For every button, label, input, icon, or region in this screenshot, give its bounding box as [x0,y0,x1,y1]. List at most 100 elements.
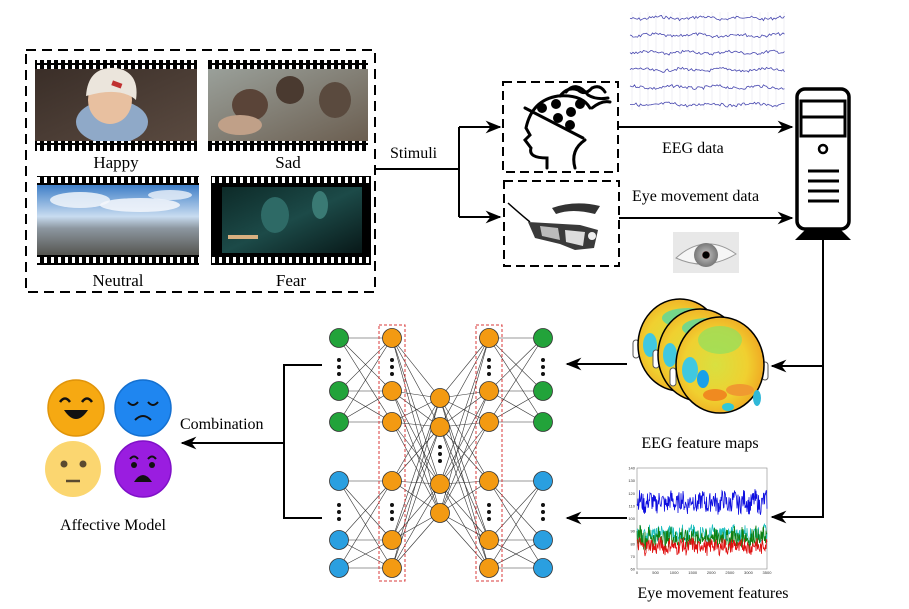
network-node [479,381,499,401]
network-edge [488,337,544,392]
network-edge [391,390,441,514]
network-node [533,328,553,348]
x-tick-label: 3500 [763,570,773,575]
eeg-cap-box [502,81,619,173]
eeg-waveforms [629,12,785,110]
ellipsis-dot [390,372,394,376]
ellipsis-dot [541,372,545,376]
ellipsis-dot [390,517,394,521]
eye-movement-features-label: Eye movement features [637,585,788,602]
network-edge [439,337,490,399]
chart-plot-area [636,467,768,570]
network-node [430,417,450,437]
network-edge [391,426,441,569]
network-edge [488,337,544,423]
ellipsis-dot [337,517,341,521]
network-edge [391,421,441,514]
network-node [479,558,499,578]
ellipsis-dot [337,365,341,369]
ellipsis-dot [541,358,545,362]
ellipsis-dot [541,510,545,514]
network-node [329,381,349,401]
network-edge [439,421,490,485]
ellipsis-dot [390,365,394,369]
emoji-neutral-icon [45,441,101,497]
stimuli-label: Stimuli [390,145,438,162]
affective-model-label: Affective Model [60,517,166,534]
network-node [382,328,402,348]
series-line-blue [636,489,768,515]
combination-connector [180,364,322,519]
network-edge [439,390,490,485]
network-node [430,474,450,494]
neural-network [329,324,553,582]
eeg-channel-trace [629,15,785,22]
network-edge [338,539,393,569]
network-edge [391,483,441,569]
network-edge [439,426,490,482]
combination-label: Combination [180,416,264,433]
network-node [382,471,402,491]
network-node [533,558,553,578]
network-edge [391,337,441,399]
emoji-fear-icon [114,440,172,498]
ellipsis-dot [487,365,491,369]
y-tick-label: 90 [631,529,636,534]
network-node [382,381,402,401]
y-tick-label: 130 [628,478,635,483]
computer-tower-icon [795,87,851,240]
x-tick-label: 1500 [688,570,698,575]
ellipsis-dot [390,358,394,362]
data-arrows [618,120,794,225]
network-edge [391,390,441,485]
eeg-channel-trace [629,84,785,90]
ellipsis-dot [337,358,341,362]
network-node [329,471,349,491]
network-edge [391,512,441,569]
ellipsis-dot [541,503,545,507]
network-node [533,381,553,401]
feature-arrows [565,240,824,525]
clip-label-fear: Fear [276,271,307,290]
network-node [329,328,349,348]
network-edge [488,390,544,423]
y-tick-label: 120 [628,491,635,496]
network-edge [338,480,393,541]
network-edge [338,390,393,423]
film-clip-neutral [37,176,199,265]
network-edge [439,421,490,514]
network-edge [439,390,490,514]
ellipsis-dot [487,503,491,507]
y-tick-label: 110 [629,503,636,508]
eye-data-label: Eye movement data [632,188,759,205]
eeg-data-label: EEG data [662,140,724,157]
ellipsis-dot [390,510,394,514]
network-node [430,388,450,408]
x-tick-label: 500 [652,570,659,575]
stimuli-connector [375,120,502,224]
network-node [329,412,349,432]
x-tick-label: 1000 [670,570,680,575]
network-edge [488,539,544,569]
network-node [430,503,450,523]
ellipsis-dot [487,372,491,376]
series-line-green [636,524,768,551]
topomap [669,316,769,414]
x-tick-label: 2500 [725,570,735,575]
y-tick-label: 100 [628,516,635,521]
network-node [533,471,553,491]
film-clip-fear [211,176,371,265]
y-tick-label: 70 [631,554,636,559]
eye-image [673,232,739,273]
network-edge [439,337,490,428]
network-edge [338,337,393,392]
network-node [329,558,349,578]
network-edge [439,390,490,428]
ellipsis-dot [438,445,442,449]
eeg-channel-trace [629,66,785,73]
network-node [382,558,402,578]
y-tick-label: 140 [628,466,635,471]
film-clip-happy [35,60,197,151]
network-edge [439,426,490,541]
